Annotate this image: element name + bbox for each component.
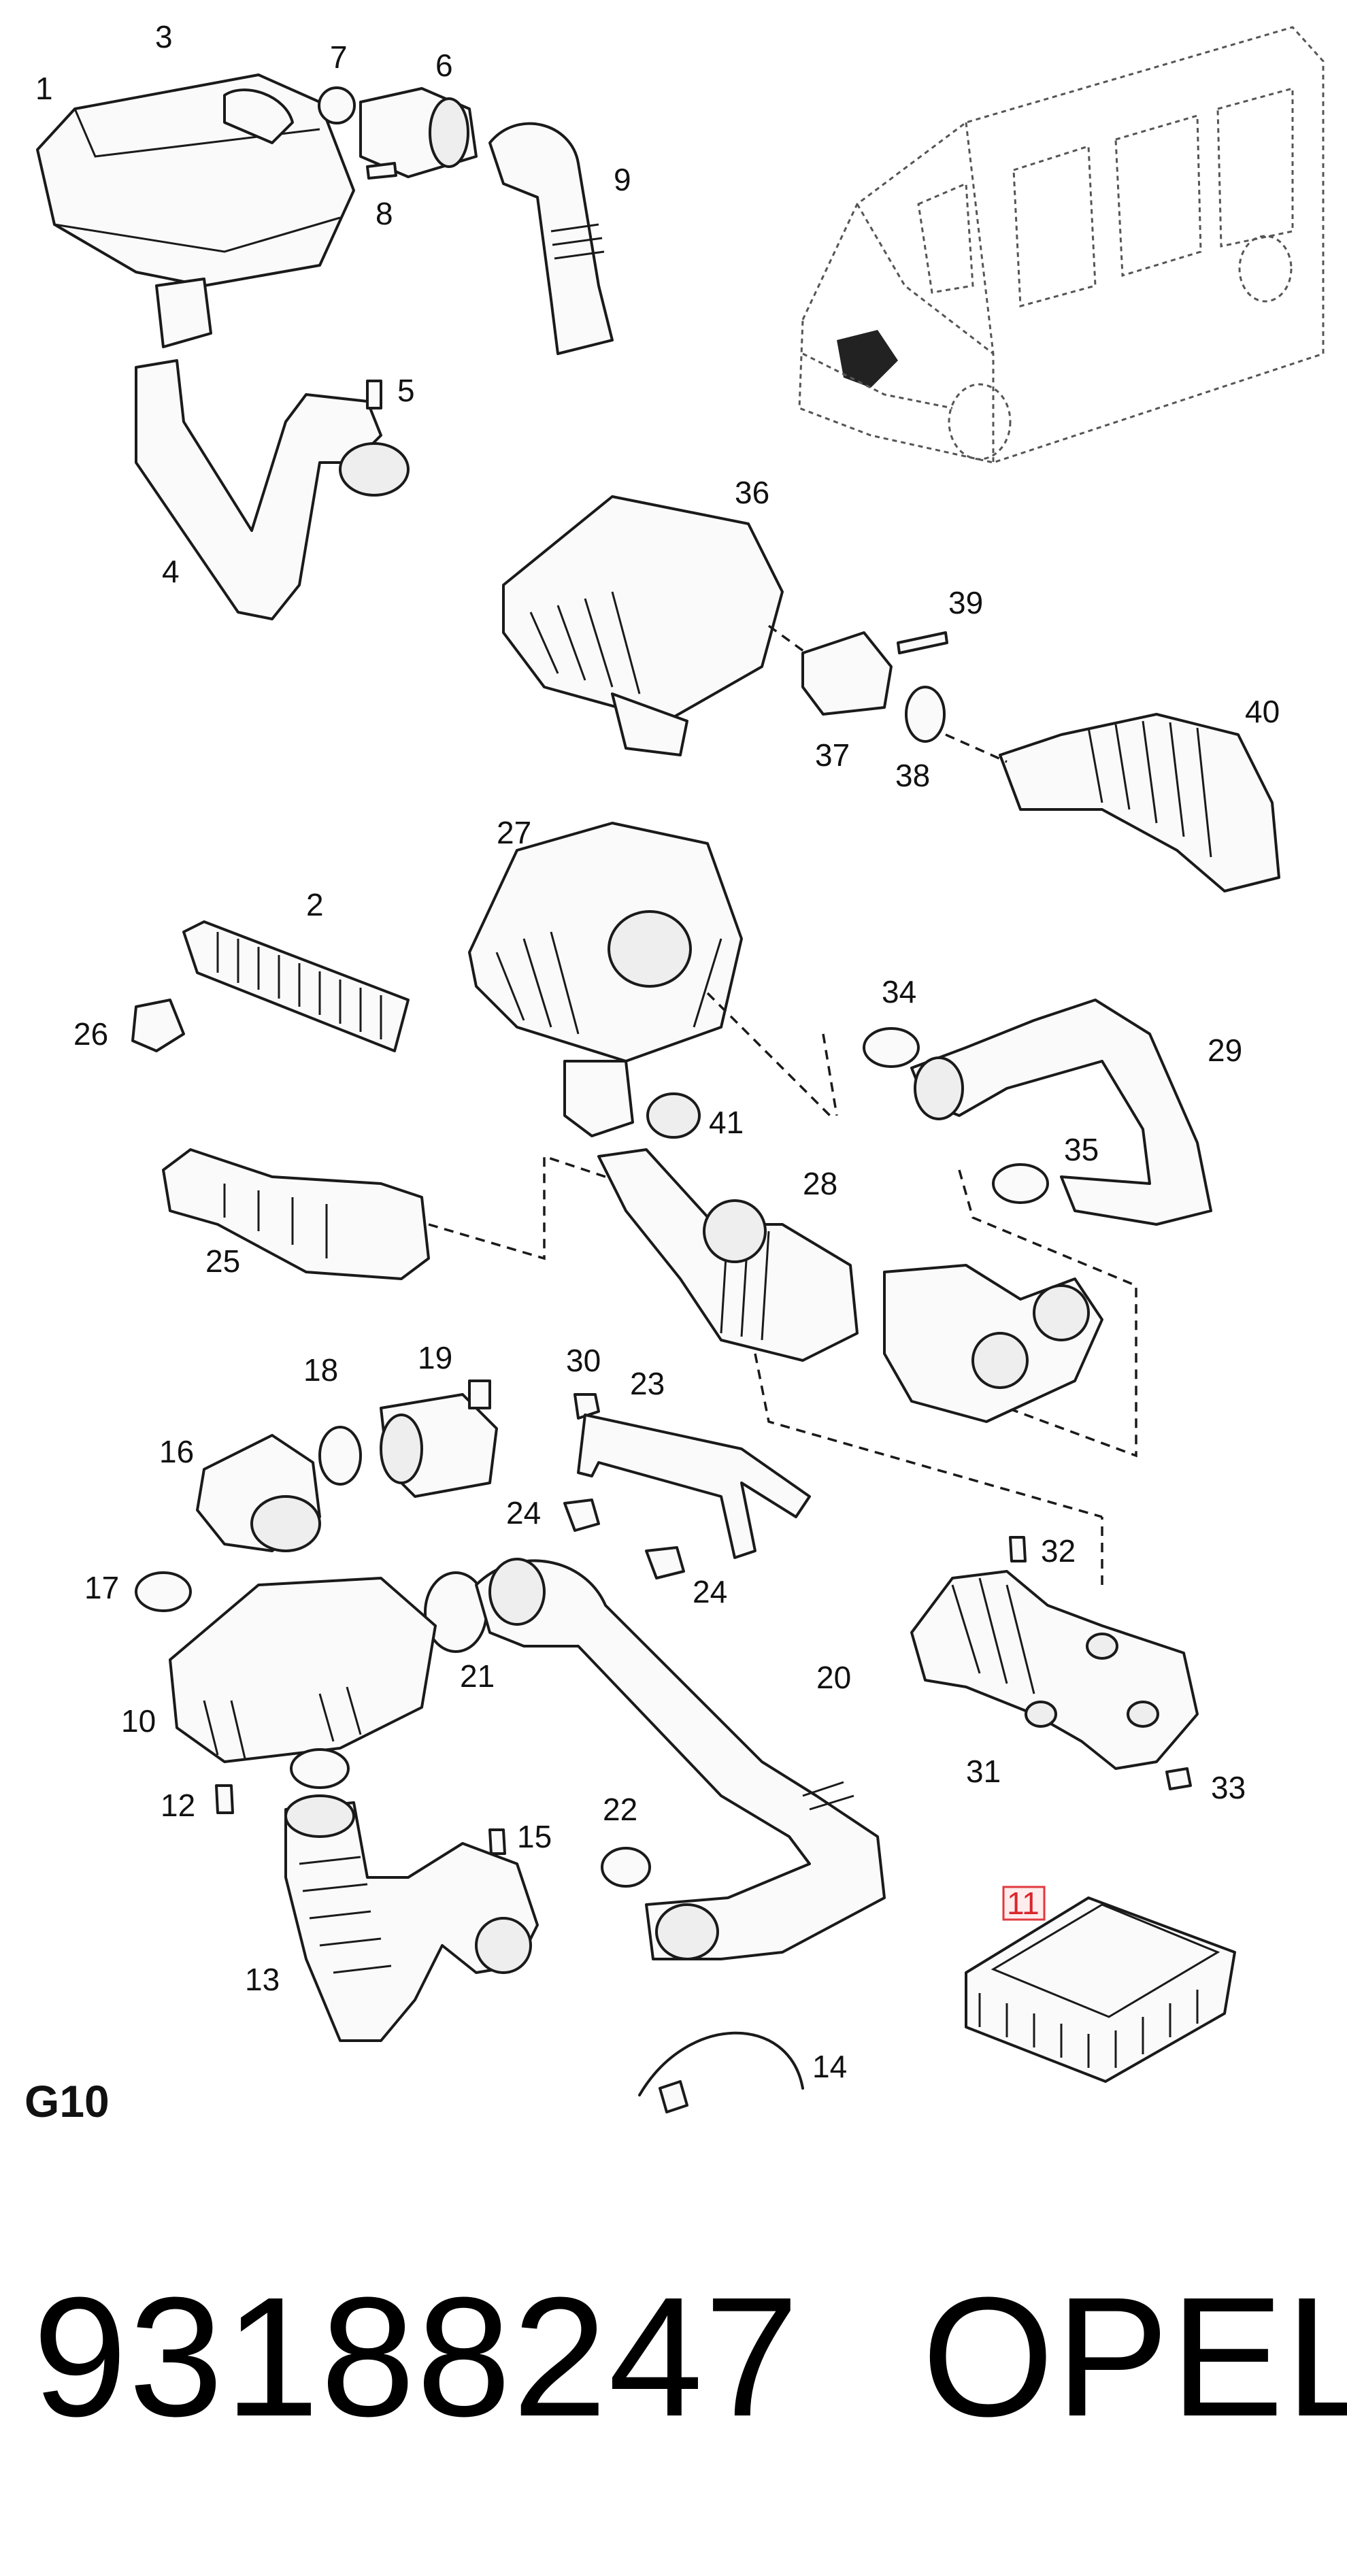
brand-name: OPEL [922, 2262, 1347, 2452]
callout-29: 29 [1208, 1033, 1242, 1068]
callout-4: 4 [162, 554, 180, 589]
group-label: G10 [24, 2076, 110, 2126]
callout-39: 39 [948, 585, 983, 620]
callout-12: 12 [161, 1788, 195, 1823]
callout-21: 21 [460, 1658, 495, 1694]
airbox-assembly-top [36, 73, 614, 620]
callout-31: 31 [966, 1754, 1001, 1789]
callout-38: 38 [895, 758, 930, 793]
callout-33: 33 [1211, 1770, 1246, 1805]
part-number: 93188247 [33, 2262, 801, 2452]
airbox-assembly-mid [502, 495, 1280, 892]
intake-manifold-assembly [910, 1517, 1199, 1790]
callout-7: 7 [330, 39, 348, 75]
callout-40: 40 [1245, 694, 1280, 729]
callout-20: 20 [816, 1660, 851, 1695]
callout-41: 41 [709, 1105, 744, 1140]
callout-26: 26 [73, 1016, 108, 1052]
callout-25: 25 [205, 1243, 240, 1279]
callout-35: 35 [1064, 1132, 1099, 1167]
air-filter-element-11 [965, 1896, 1236, 2083]
callout-6: 6 [435, 48, 453, 83]
callout-18: 18 [303, 1352, 338, 1388]
callout-24-lower: 24 [693, 1574, 727, 1609]
callout-3: 3 [155, 19, 173, 54]
callout-11-highlighted[interactable]: 11 [1002, 1886, 1046, 1921]
callout-27: 27 [497, 815, 531, 850]
callout-5: 5 [397, 373, 415, 408]
callout-28: 28 [803, 1166, 837, 1201]
callout-34: 34 [882, 974, 916, 1009]
callout-37: 37 [815, 737, 850, 773]
callout-1: 1 [35, 71, 53, 106]
callout-8: 8 [376, 196, 393, 231]
callout-15: 15 [517, 1819, 552, 1854]
callout-24-upper: 24 [506, 1495, 541, 1530]
callout-11[interactable]: 11 [1007, 1886, 1040, 1921]
callout-36: 36 [735, 475, 769, 510]
callout-10: 10 [121, 1703, 156, 1739]
intake-assembly [135, 1379, 886, 2113]
callout-23: 23 [630, 1366, 665, 1401]
callout-32: 32 [1041, 1533, 1076, 1569]
callout-22: 22 [603, 1792, 637, 1827]
callout-19: 19 [418, 1340, 452, 1375]
van-outline-illustration [798, 26, 1325, 464]
airbox-assembly-lower [131, 822, 1212, 1518]
callout-13: 13 [245, 1962, 280, 1997]
callout-16: 16 [159, 1434, 194, 1469]
callout-9: 9 [614, 162, 631, 197]
callout-30: 30 [566, 1343, 601, 1378]
callout-2: 2 [306, 887, 324, 922]
callout-labels: 1 3 7 6 8 9 5 4 36 39 37 38 40 27 2 26 3… [24, 19, 1280, 2126]
callout-17: 17 [84, 1570, 119, 1605]
callout-14: 14 [812, 2049, 847, 2084]
